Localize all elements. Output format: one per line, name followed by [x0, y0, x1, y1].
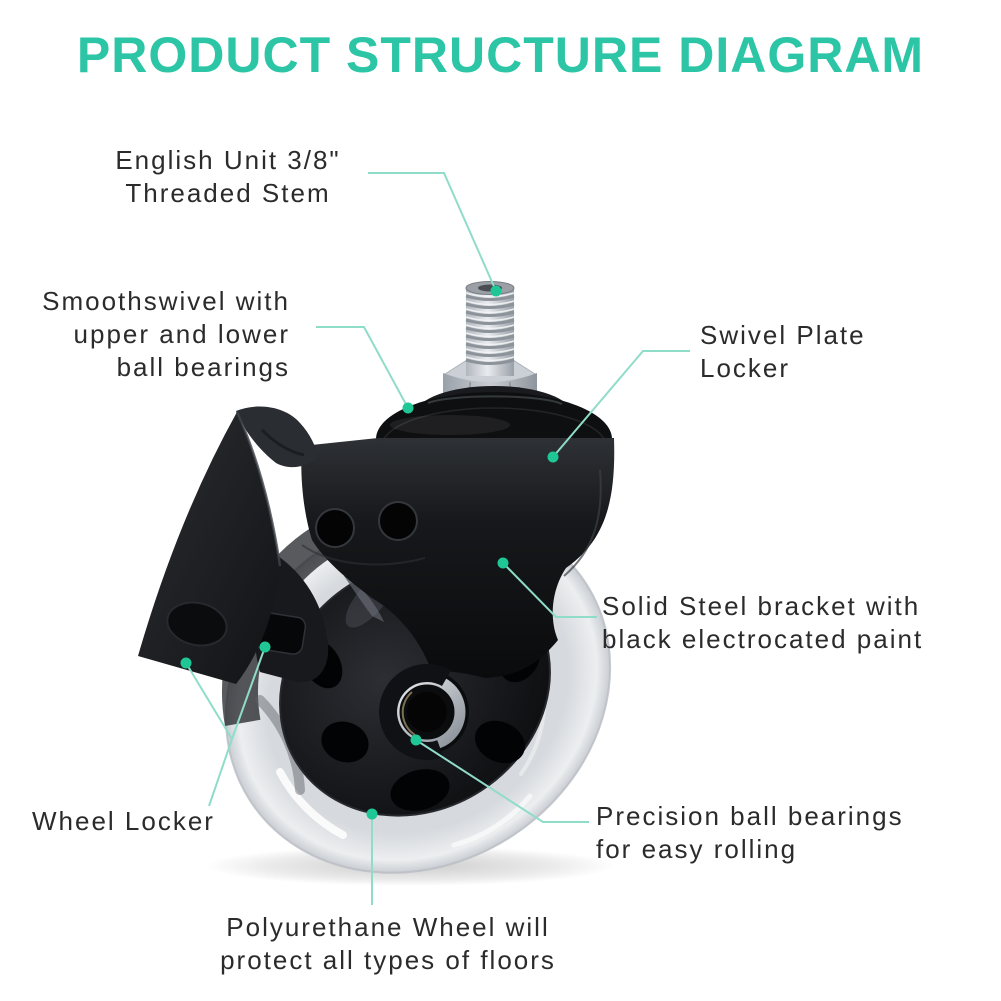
dot-wheel-locker-pedal	[180, 657, 192, 669]
callout-swivel-plate-locker: Swivel Plate Locker	[700, 319, 930, 385]
callout-line: Polyurethane Wheel will	[226, 912, 550, 942]
bolt-hole	[378, 501, 418, 541]
dot-threaded-stem	[490, 285, 502, 297]
dot-smooth-swivel	[402, 402, 414, 414]
dot-swivel-plate-locker	[547, 451, 559, 463]
pedal-hole	[166, 601, 228, 647]
callout-line: Swivel Plate	[700, 320, 866, 350]
callout-line: Precision ball bearings	[596, 801, 904, 831]
callout-line: English Unit 3/8"	[115, 145, 341, 175]
leader-wheel-locker-a	[185, 662, 233, 740]
callout-wheel-locker: Wheel Locker	[32, 805, 292, 838]
ball-bearing	[379, 663, 469, 760]
callout-line: Solid Steel bracket with	[602, 591, 921, 621]
dot-precision-bearings	[410, 734, 422, 746]
callout-smooth-swivel: Smoothswivel with upper and lower ball b…	[18, 285, 290, 384]
dot-solid-steel-bracket	[497, 557, 509, 569]
leader-smooth-swivel	[316, 326, 409, 409]
dot-polyurethane-wheel	[366, 808, 378, 820]
leader-wheel-locker-b	[208, 646, 266, 807]
bolt-hole	[315, 508, 355, 548]
callout-line: protect all types of floors	[220, 945, 556, 975]
threaded-stem	[444, 281, 536, 388]
callout-line: black electrocated paint	[602, 624, 924, 654]
callout-polyurethane-wheel: Polyurethane Wheel will protect all type…	[182, 911, 594, 977]
leader-swivel-plate-locker	[552, 350, 690, 458]
callout-line: ball bearings	[116, 352, 290, 382]
callout-line: for easy rolling	[596, 834, 798, 864]
callout-line: Threaded Stem	[125, 178, 331, 208]
callout-line: Locker	[700, 353, 791, 383]
callout-precision-bearings: Precision ball bearings for easy rolling	[596, 800, 976, 866]
callout-dots	[180, 285, 559, 820]
leader-solid-steel-bracket	[502, 562, 597, 618]
leader-lines	[185, 172, 690, 905]
callout-line: upper and lower	[73, 319, 290, 349]
leader-threaded-stem	[368, 172, 497, 292]
axle-claw	[379, 663, 451, 760]
brake-pedal	[138, 406, 318, 684]
callout-solid-steel-bracket: Solid Steel bracket with black electroca…	[602, 590, 1000, 656]
dot-wheel-locker-notch	[259, 641, 271, 653]
callout-line: Wheel Locker	[32, 806, 215, 836]
callout-threaded-stem: English Unit 3/8" Threaded Stem	[95, 144, 361, 210]
leader-precision-bearings	[415, 739, 589, 823]
callout-line: Smoothswivel with	[42, 286, 290, 316]
page-title: PRODUCT STRUCTURE DIAGRAM	[76, 27, 925, 83]
